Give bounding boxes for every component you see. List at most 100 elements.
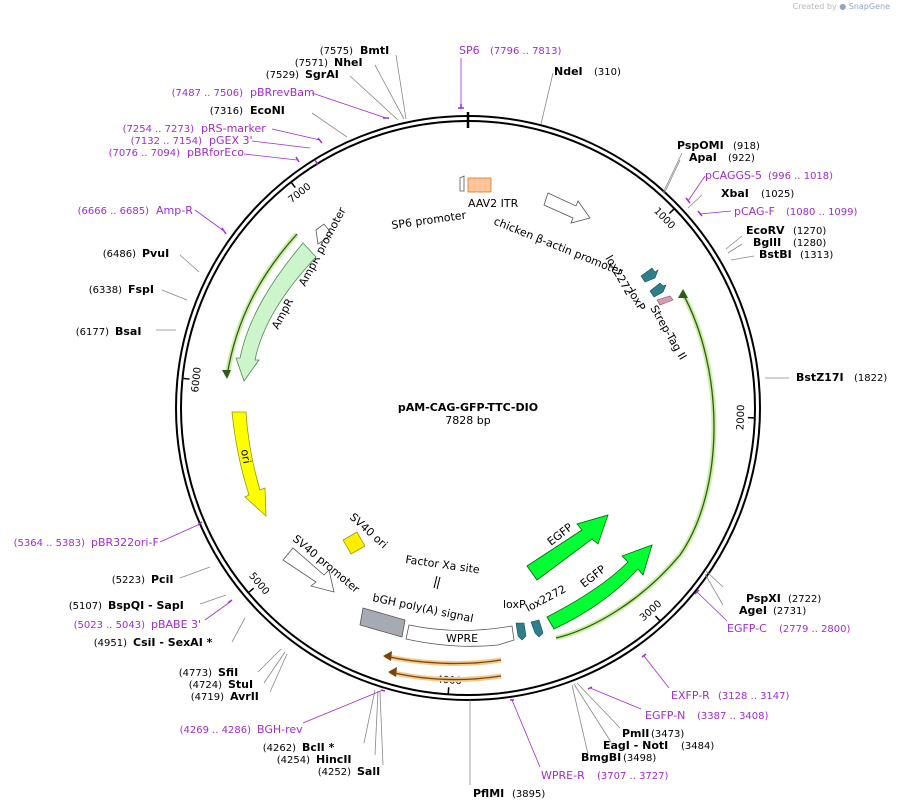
feature-label-loxp-bottom: loxP bbox=[503, 598, 526, 611]
feature-bgh-polya-signal[interactable] bbox=[359, 607, 406, 638]
primer-range-egfp-n: (3387 .. 3408) bbox=[697, 711, 769, 722]
scale-tick-label: 2000 bbox=[735, 405, 747, 431]
enzyme-pvui[interactable]: PvuI bbox=[142, 247, 169, 260]
credit-prefix: Created by bbox=[792, 2, 837, 11]
enzyme-apai[interactable]: ApaI bbox=[689, 151, 717, 164]
primer-marks bbox=[197, 104, 703, 701]
primer-range-pgex3: (7132 .. 7154) bbox=[131, 136, 203, 147]
feature-lox2272-bottom[interactable] bbox=[530, 619, 544, 638]
feature-label-strep-tag-ii: Strep-Tag II bbox=[647, 303, 689, 362]
primer-pbrrevbam[interactable]: pBRrevBam bbox=[250, 86, 315, 99]
enzyme-bcli[interactable]: BclI * bbox=[302, 741, 335, 754]
enzyme-pspxi[interactable]: PspXI bbox=[746, 592, 781, 605]
enzyme-pos-csii-sexai: (4951) bbox=[94, 638, 127, 649]
enzyme-connectors bbox=[156, 54, 789, 785]
enzyme-sfii[interactable]: SfiI bbox=[218, 666, 238, 679]
enzyme-bsai[interactable]: BsaI bbox=[115, 325, 141, 338]
feature-loxp-bottom[interactable] bbox=[515, 622, 527, 641]
scale-tick bbox=[182, 377, 190, 380]
enzyme-eagi-noti[interactable]: EagI - NotI bbox=[603, 739, 668, 752]
snapgene-logo-icon: ● bbox=[839, 2, 847, 11]
feature-aav2-itr[interactable] bbox=[467, 177, 492, 193]
feature-ori[interactable] bbox=[231, 411, 267, 517]
primer-egfp-c[interactable]: EGFP-C bbox=[727, 622, 767, 635]
enzyme-pcii[interactable]: PciI bbox=[151, 573, 173, 586]
enzyme-econi[interactable]: EcoNI bbox=[250, 104, 285, 117]
enzyme-pspomi[interactable]: PspOMI bbox=[677, 139, 724, 152]
scale-tick bbox=[654, 615, 661, 622]
enzyme-agei[interactable]: AgeI bbox=[739, 604, 767, 617]
orf-arc-ampr-core bbox=[226, 233, 298, 377]
feature-sp6-promoter[interactable] bbox=[459, 175, 465, 192]
primer-range-pbabe3: (5023 .. 5043) bbox=[74, 620, 146, 631]
feature-label-wpre: WPRE bbox=[446, 632, 478, 645]
enzyme-sgrai[interactable]: SgrAI bbox=[305, 68, 339, 81]
orf-arrowhead-orange-2 bbox=[388, 667, 397, 677]
enzyme-fspi[interactable]: FspI bbox=[128, 283, 154, 296]
enzyme-pos-fspi: (6338) bbox=[89, 285, 122, 296]
feature-ampr-promoter[interactable] bbox=[315, 223, 333, 245]
scale-tick bbox=[247, 587, 255, 594]
feature-label-sp6-promoter: SP6 promoter bbox=[391, 209, 468, 232]
enzyme-avrii[interactable]: AvrII bbox=[230, 690, 259, 703]
feature-label-ori: ori bbox=[238, 448, 253, 464]
feature-lox2272-top[interactable] bbox=[640, 267, 659, 283]
primer-prs-marker[interactable]: pRS-marker bbox=[201, 122, 266, 135]
enzyme-pos-apai: (922) bbox=[728, 153, 755, 164]
primer-egfp-n[interactable]: EGFP-N bbox=[645, 709, 685, 722]
enzyme-pos-bmgbi: (3498) bbox=[623, 753, 656, 764]
scale-tick-label: 7000 bbox=[287, 181, 314, 205]
feature-chicken-beta-actin-promoter[interactable] bbox=[543, 192, 591, 224]
primer-pbrforeco[interactable]: pBRforEco bbox=[187, 146, 244, 159]
feature-label-factor-xa-site: Factor Xa site bbox=[405, 553, 481, 576]
primer-pcaggs-5[interactable]: pCAGGS-5 bbox=[705, 169, 762, 182]
primer-pbr322ori-f[interactable]: pBR322ori-F bbox=[91, 536, 159, 549]
enzyme-bstz17i[interactable]: BstZ17I bbox=[796, 371, 844, 384]
enzyme-pos-sgrai: (7529) bbox=[266, 70, 299, 81]
feature-ampr[interactable] bbox=[235, 242, 317, 382]
feature-factor-xa-site[interactable] bbox=[433, 575, 441, 590]
primer-amp-r[interactable]: Amp-R bbox=[156, 204, 193, 217]
enzyme-bmgbi[interactable]: BmgBI bbox=[581, 751, 621, 764]
feature-sv40-promoter[interactable] bbox=[282, 547, 335, 593]
feature-sv40-ori[interactable] bbox=[342, 531, 366, 555]
enzyme-bstbi[interactable]: BstBI bbox=[759, 248, 792, 261]
feature-wpre[interactable] bbox=[405, 624, 515, 647]
primer-bgh-rev[interactable]: BGH-rev bbox=[257, 723, 303, 736]
enzyme-pos-bspqi-sapi: (5107) bbox=[69, 601, 102, 612]
enzyme-pos-pvui: (6486) bbox=[103, 249, 136, 260]
enzyme-ecorv[interactable]: EcoRV bbox=[746, 224, 785, 237]
primer-sp6[interactable]: SP6 bbox=[459, 44, 480, 57]
feature-loxp-top[interactable] bbox=[649, 282, 667, 298]
primer-range-pcaggs-5: (996 .. 1018) bbox=[768, 171, 833, 182]
enzyme-csii-sexai[interactable]: CsiI - SexAI * bbox=[133, 636, 213, 649]
primer-range-pbrforeco: (7076 .. 7094) bbox=[109, 148, 181, 159]
enzyme-xbai[interactable]: XbaI bbox=[721, 187, 749, 200]
enzyme-pmli[interactable]: PmlI bbox=[622, 727, 649, 740]
primer-pgex3[interactable]: pGEX 3' bbox=[209, 134, 253, 147]
enzyme-bmti[interactable]: BmtI bbox=[360, 44, 389, 57]
enzyme-pos-bcli: (4262) bbox=[263, 743, 296, 754]
enzyme-pos-sfii: (4773) bbox=[179, 668, 212, 679]
orf-arrowhead-ampr bbox=[222, 370, 231, 379]
enzyme-sali[interactable]: SalI bbox=[357, 765, 380, 778]
feature-strep-tag-ii[interactable] bbox=[656, 295, 674, 306]
enzyme-pflmi[interactable]: PflMI bbox=[473, 787, 504, 800]
feature-egfp-2[interactable] bbox=[546, 544, 653, 630]
enzyme-pos-hincii: (4254) bbox=[277, 755, 310, 766]
orf-arrowhead-orange-1 bbox=[383, 651, 392, 661]
enzyme-hincii[interactable]: HincII bbox=[316, 753, 352, 766]
feature-egfp-1[interactable] bbox=[526, 514, 609, 581]
primer-pcag-f[interactable]: pCAG-F bbox=[734, 205, 775, 218]
feature-label-aav2-itr: AAV2 ITR bbox=[468, 197, 519, 210]
enzyme-ndei[interactable]: NdeI bbox=[554, 65, 583, 78]
enzyme-stui[interactable]: StuI bbox=[228, 678, 253, 691]
enzyme-bglii[interactable]: BglII bbox=[753, 236, 781, 249]
enzyme-nhei[interactable]: NheI bbox=[334, 56, 363, 69]
enzyme-pos-eagi-noti: (3484) bbox=[681, 741, 714, 752]
primer-wpre-r[interactable]: WPRE-R bbox=[541, 769, 585, 782]
enzyme-bspqi-sapi[interactable]: BspQI - SapI bbox=[108, 599, 184, 612]
primer-pbabe3[interactable]: pBABE 3' bbox=[151, 618, 201, 631]
primer-exfp-r[interactable]: EXFP-R bbox=[671, 689, 710, 702]
